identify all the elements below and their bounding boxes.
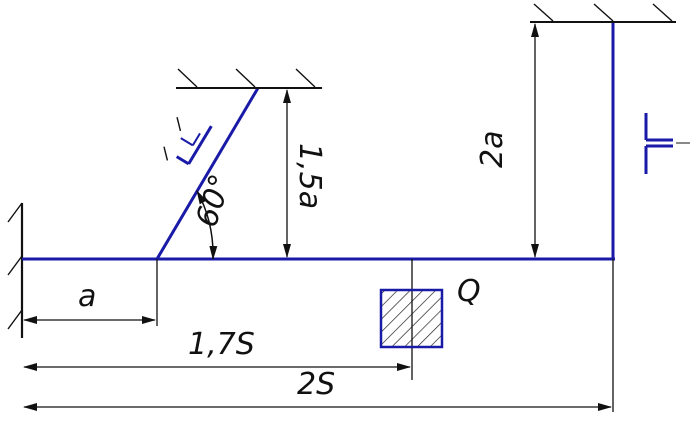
inclined-rod <box>155 87 260 260</box>
ceiling-support-right-icon <box>530 3 676 23</box>
angle-label: 60° <box>189 170 239 231</box>
dim-1-7s-label: 1,7S <box>188 327 255 362</box>
dim-height-rod-label: 1,5a <box>292 143 327 209</box>
dim-a-label: a <box>78 279 96 314</box>
hatched-weight-icon <box>379 288 444 349</box>
angle-arc <box>196 190 218 260</box>
dim-height-column-label: 2a <box>475 131 510 168</box>
angle-section-icon <box>163 117 213 166</box>
load-label: Q <box>457 274 481 309</box>
dim-2s-label: 2S <box>297 367 335 402</box>
left-wall-support-icon <box>7 202 24 338</box>
rod-support-top-icon <box>176 68 322 89</box>
t-section-icon <box>644 113 690 174</box>
